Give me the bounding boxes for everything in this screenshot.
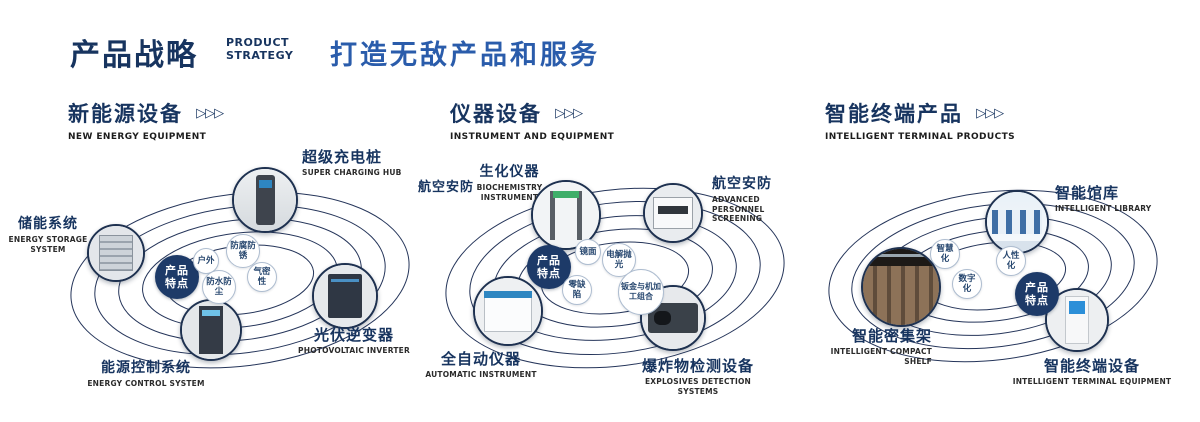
page-title-en: PRODUCT STRATEGY xyxy=(226,36,294,62)
label-energy-control-en: ENERGY CONTROL SYSTEM xyxy=(87,378,205,388)
label-intelligent-library-en: INTELLIGENT LIBRARY xyxy=(1055,204,1152,213)
section-subtitle-instrument: INSTRUMENT AND EQUIPMENT xyxy=(450,132,615,142)
label-biochemistry-cn: 生化仪器 xyxy=(479,164,540,180)
label-pv-inverter: 光伏逆变器 PHOTOVOLTAIC INVERTER xyxy=(298,326,410,356)
feature-hub-line1: 产品 xyxy=(537,253,561,267)
label-energy-storage-cn: 储能系统 xyxy=(18,216,78,232)
label-energy-control: 能源控制系统 ENERGY CONTROL SYSTEM xyxy=(82,360,210,389)
feature-bubble: 人性化 xyxy=(996,246,1026,276)
label-biochemistry: 生化仪器 BIOCHEMISTRY INSTRUMENT xyxy=(452,164,567,202)
label-energy-storage-en: ENERGY STORAGE SYSTEM xyxy=(8,234,88,254)
charging-hub-photo xyxy=(232,167,298,233)
feature-bubble: 零缺陷 xyxy=(562,275,592,305)
section-subtitle-new-energy: NEW ENERGY EQUIPMENT xyxy=(68,132,207,142)
label-automatic-instrument-cn: 全自动仪器 xyxy=(440,350,521,368)
section-subtitle-intelligent: INTELLIGENT TERMINAL PRODUCTS xyxy=(825,132,1015,142)
label-explosives-detection-en: EXPLOSIVES DETECTION SYSTEMS xyxy=(644,377,752,396)
label-compact-shelf: 智能密集架 INTELLIGENT COMPACT SHELF xyxy=(812,327,932,367)
triple-arrow-icon: ▷▷▷ xyxy=(976,105,1004,121)
label-compact-shelf-cn: 智能密集架 xyxy=(851,327,932,345)
label-terminal-equipment: 智能终端设备 INTELLIGENT TERMINAL EQUIPMENT xyxy=(1012,357,1172,387)
feature-hub-line1: 产品 xyxy=(165,263,189,277)
feature-bubble: 防腐防锈 xyxy=(226,234,260,268)
feature-hub-line2: 特点 xyxy=(1025,294,1049,307)
feature-bubble: 钣金与机加工组合 xyxy=(618,269,664,315)
label-pv-inverter-en: PHOTOVOLTAIC INVERTER xyxy=(298,346,410,355)
slogan: 打造无敌产品和服务 xyxy=(330,40,600,71)
feature-hub-intelligent: 产品 特点 xyxy=(1015,272,1059,316)
triple-arrow-icon: ▷▷▷ xyxy=(196,105,224,121)
label-personnel-screening: 航空安防 ADVANCED PERSONNEL SCREENING xyxy=(712,176,812,224)
label-aviation-security-side: 航空安防 xyxy=(418,180,488,196)
automatic-instrument-photo xyxy=(473,276,543,346)
label-personnel-screening-cn: 航空安防 xyxy=(712,176,772,192)
feature-bubble: 智慧化 xyxy=(930,239,960,269)
section-header-new-energy: 新能源设备 ▷▷▷ NEW ENERGY EQUIPMENT xyxy=(68,98,224,142)
feature-hub-new-energy: 产品 特点 xyxy=(155,255,199,299)
page-title: 产品战略 xyxy=(70,38,198,73)
label-aviation-security-side-cn: 航空安防 xyxy=(418,180,475,195)
feature-bubble: 电解抛光 xyxy=(602,243,636,277)
feature-bubble: 镜面 xyxy=(575,239,601,265)
feature-hub-line2: 特点 xyxy=(537,267,561,280)
label-personnel-screening-en: ADVANCED PERSONNEL SCREENING xyxy=(712,194,765,224)
label-automatic-instrument: 全自动仪器 AUTOMATIC INSTRUMENT xyxy=(425,350,537,380)
feature-bubble: 户外 xyxy=(193,248,219,274)
feature-bubble: 数字化 xyxy=(952,269,982,299)
label-energy-storage: 储能系统 ENERGY STORAGE SYSTEM xyxy=(8,216,88,254)
feature-bubble: 防水防尘 xyxy=(202,270,236,304)
label-charging-hub-cn: 超级充电桩 xyxy=(302,148,383,166)
label-charging-hub: 超级充电桩 SUPER CHARGING HUB xyxy=(302,148,422,178)
pv-inverter-photo xyxy=(312,263,378,329)
page-title-en-line1: PRODUCT xyxy=(226,36,290,49)
section-header-intelligent: 智能终端产品 ▷▷▷ INTELLIGENT TERMINAL PRODUCTS xyxy=(825,98,1015,142)
feature-hub-line1: 产品 xyxy=(1025,280,1049,294)
feature-hub-line2: 特点 xyxy=(165,277,189,290)
label-biochemistry-en: BIOCHEMISTRY INSTRUMENT xyxy=(476,182,543,202)
label-explosives-detection-cn: 爆炸物检测设备 xyxy=(641,357,754,375)
feature-bubble: 气密性 xyxy=(247,262,277,292)
compact-shelf-photo xyxy=(861,247,941,327)
label-intelligent-library-cn: 智能馆库 xyxy=(1055,184,1120,202)
label-explosives-detection: 爆炸物检测设备 EXPLOSIVES DETECTION SYSTEMS xyxy=(624,357,772,397)
label-terminal-equipment-cn: 智能终端设备 xyxy=(1043,357,1140,375)
energy-storage-photo xyxy=(87,224,145,282)
section-header-instrument: 仪器设备 ▷▷▷ INSTRUMENT AND EQUIPMENT xyxy=(450,98,614,142)
label-intelligent-library: 智能馆库 INTELLIGENT LIBRARY xyxy=(1055,184,1175,214)
label-pv-inverter-cn: 光伏逆变器 xyxy=(313,326,394,344)
energy-control-photo xyxy=(180,299,242,361)
label-charging-hub-en: SUPER CHARGING HUB xyxy=(302,168,402,177)
label-compact-shelf-en: INTELLIGENT COMPACT SHELF xyxy=(830,347,932,366)
page-title-en-line2: STRATEGY xyxy=(226,48,294,62)
label-automatic-instrument-en: AUTOMATIC INSTRUMENT xyxy=(425,370,537,379)
label-terminal-equipment-en: INTELLIGENT TERMINAL EQUIPMENT xyxy=(1012,377,1172,386)
section-title-intelligent: 智能终端产品 xyxy=(825,102,963,126)
orbit-rings-instrument xyxy=(445,187,785,369)
label-energy-control-cn: 能源控制系统 xyxy=(101,360,191,376)
triple-arrow-icon: ▷▷▷ xyxy=(555,105,583,121)
personnel-screening-photo xyxy=(643,183,703,243)
intelligent-library-photo xyxy=(985,190,1049,254)
section-title-instrument: 仪器设备 xyxy=(450,102,542,126)
section-title-new-energy: 新能源设备 xyxy=(68,102,183,126)
